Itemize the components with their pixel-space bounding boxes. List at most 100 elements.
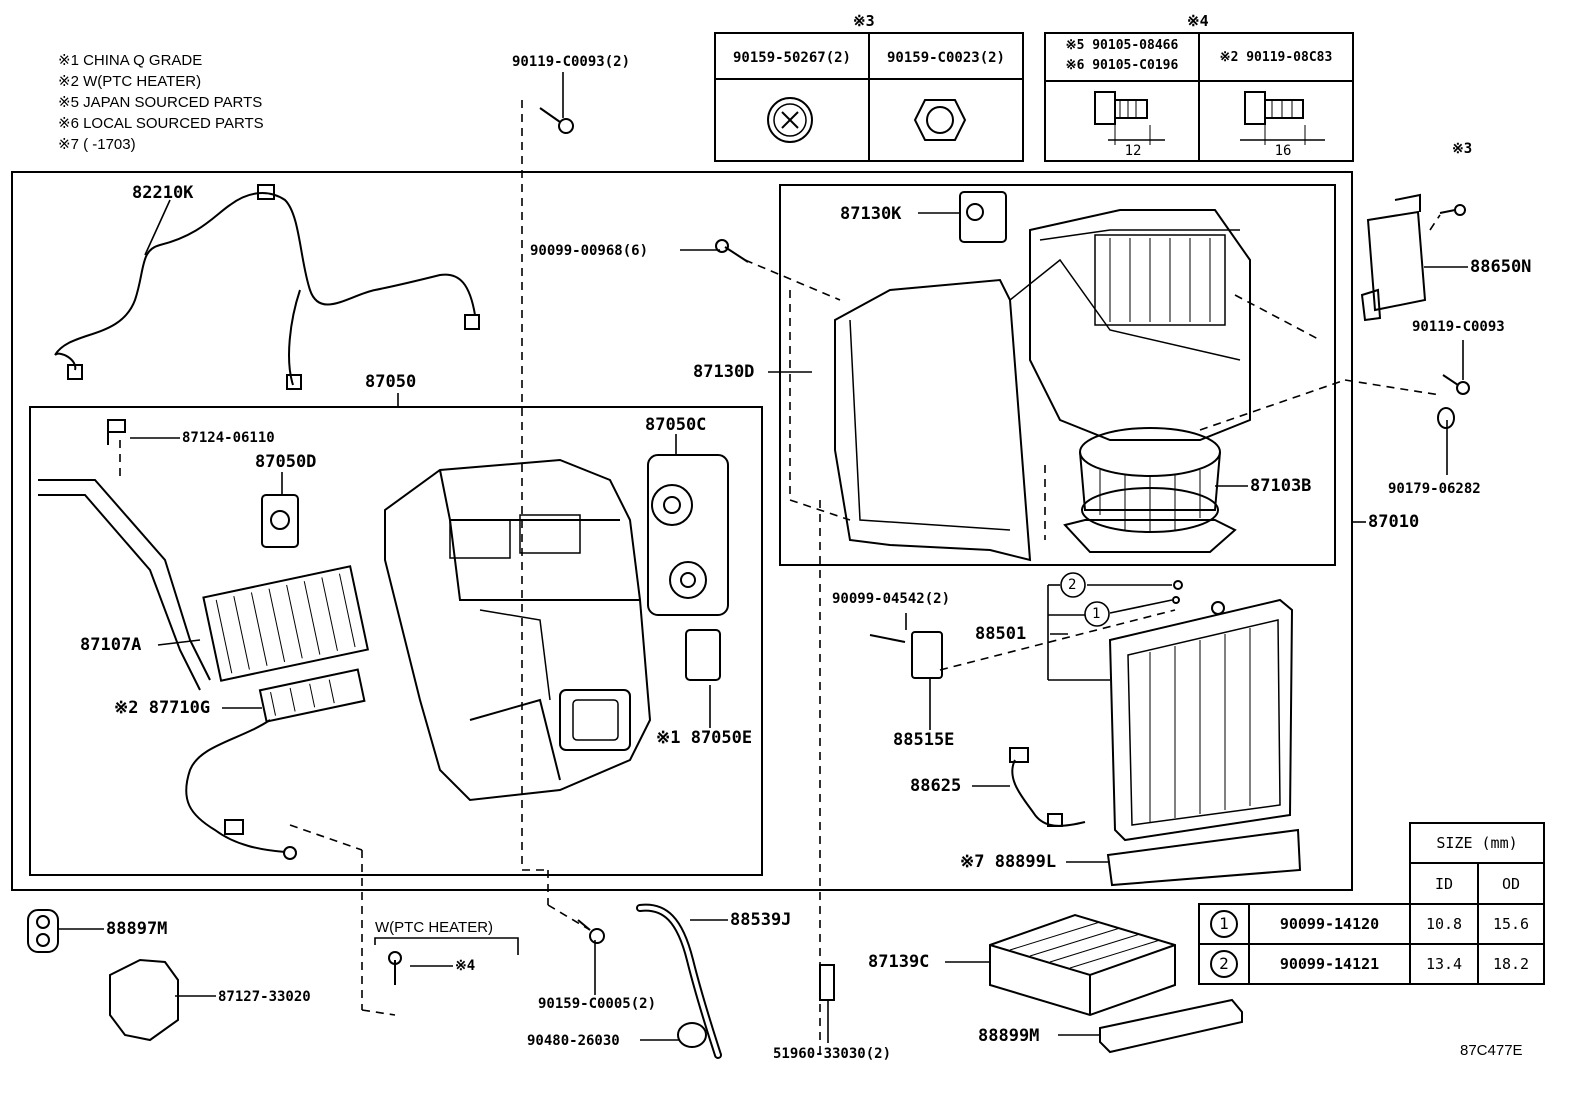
label-87130d: 87130D [693,362,755,382]
label-87127-33020: 87127-33020 [218,989,311,1005]
label-87050e: ※1 87050E [656,728,753,748]
figure-code: 87C477E [1460,1042,1523,1059]
box3-left-part: 90159-50267(2) [732,50,851,66]
blower-case-87130d [834,209,1251,562]
label-88897m: 88897M [106,919,168,939]
plug-90480 [677,1022,707,1048]
label-star3: ※3 [1452,141,1473,157]
label-87107a: 87107A [80,635,142,655]
label-88899l: ※7 88899L [960,852,1057,872]
note-7: ※7 ( -1703) [58,136,136,153]
label-90159-c0005: 90159-C0005(2) [538,996,657,1012]
ptc-bracket [374,937,519,955]
box4-left-line1: ※5 90105-08466 [1065,38,1179,53]
leader-lines [58,72,1468,1043]
box4-divider [1198,32,1200,162]
row-part: 90099-14120 [1248,903,1411,945]
label-87130k: 87130K [840,204,902,224]
servo-87050d [261,494,299,548]
box4-hline [1044,80,1354,82]
row-od: 15.6 [1477,903,1545,945]
box3-icons [767,97,967,143]
callout-2-text: 2 [1068,577,1077,593]
box4-left-line2: ※6 90105-C0196 [1065,58,1179,73]
assembly-frame-87050 [29,406,763,876]
sensor-88515e [911,631,943,679]
row-mark: 1 [1210,910,1238,938]
clip-51960 [819,964,835,1001]
label-82210k: 82210K [132,183,194,203]
box3-divider [868,32,870,162]
row-part: 90099-14121 [1248,943,1411,985]
label-ptc-heater: W(PTC HEATER) [375,919,494,936]
row-id: 13.4 [1409,943,1479,985]
note-1: ※1 CHINA Q GRADE [58,52,203,69]
connector-c [286,374,302,390]
cover-88899m [1099,998,1243,1054]
blower-motor-87103b [1063,427,1237,553]
sensor-wire-88625 [1011,759,1086,827]
label-87139c: 87139C [868,952,930,972]
label-87103b: 87103B [1250,476,1312,496]
callout-circle-1 [1084,601,1110,627]
heater-core-87107a [202,565,370,682]
box4-left-dim: 12 [1124,143,1142,159]
box3-title: ※3 [853,12,875,30]
ptc-harness [185,719,286,853]
label-87050c: 87050C [645,415,707,435]
col-od: OD [1477,862,1545,905]
box4-icons [1094,91,1325,145]
box3-right-part: 90159-C0023(2) [886,50,1005,66]
ptc-heater-87710g [258,668,366,723]
col-id: ID [1409,862,1479,905]
label-87124-06110: 87124-06110 [182,430,275,446]
cover-88899l [1106,828,1302,887]
note-6: ※6 LOCAL SOURCED PARTS [58,115,264,132]
assembly-frame-87010 [11,171,1353,891]
table-row: 1 90099-14120 10.8 15.6 [1198,903,1545,945]
amplifier-88650n [1360,193,1427,322]
size-table: SIZE (mm) ID OD 1 90099-14120 10.8 15.6 … [1198,822,1545,985]
label-87010: 87010 [1368,512,1420,532]
connector-a [257,184,275,200]
row-mark: 2 [1210,950,1238,978]
box4-right-dim: 16 [1274,143,1292,159]
row-od: 18.2 [1477,943,1545,985]
table-row: 2 90099-14121 13.4 18.2 [1198,943,1545,985]
label-90099-04542: 90099-04542(2) [832,591,951,607]
label-star4: ※4 [455,958,476,974]
notes-block: ※1 CHINA Q GRADE ※2 W(PTC HEATER) ※5 JAP… [58,50,264,155]
callout-circle-2 [1060,572,1086,598]
label-88650n: 88650N [1470,257,1532,277]
label-90099-00968: 90099-00968(6) [530,243,649,259]
label-88515e: 88515E [893,730,955,750]
label-88625: 88625 [910,776,962,796]
label-88899m: 88899M [978,1026,1040,1046]
screws [388,107,1470,985]
ptc-connector [224,819,244,835]
label-51960-33030: 51960-33030(2) [773,1046,892,1062]
filter-87139c [989,913,1176,1017]
servo-87130k [959,191,1007,243]
note-5: ※5 JAPAN SOURCED PARTS [58,94,263,111]
note-2: ※2 W(PTC HEATER) [58,73,202,90]
label-90480-26030: 90480-26030 [527,1033,620,1049]
assembly-frame-87130 [779,184,1336,566]
label-88501: 88501 [975,624,1027,644]
connector-b [464,314,480,330]
hvac-case-87050 [384,458,652,802]
label-90119-c0093: 90119-C0093 [1412,319,1505,335]
box3-hline [714,78,1024,80]
wire-harness-82210k [54,192,476,386]
label-87050d: 87050D [255,452,317,472]
clip-87124 [107,419,126,445]
seal-87127 [109,958,179,1042]
row-id: 10.8 [1409,903,1479,945]
label-90119-c0093-2: 90119-C0093(2) [512,54,631,70]
evaporator-88501 [1108,580,1294,842]
sensor-87050e [685,629,721,681]
size-header: SIZE (mm) [1409,822,1545,864]
label-87050: 87050 [365,372,417,392]
callout-1-text: 1 [1092,606,1101,622]
